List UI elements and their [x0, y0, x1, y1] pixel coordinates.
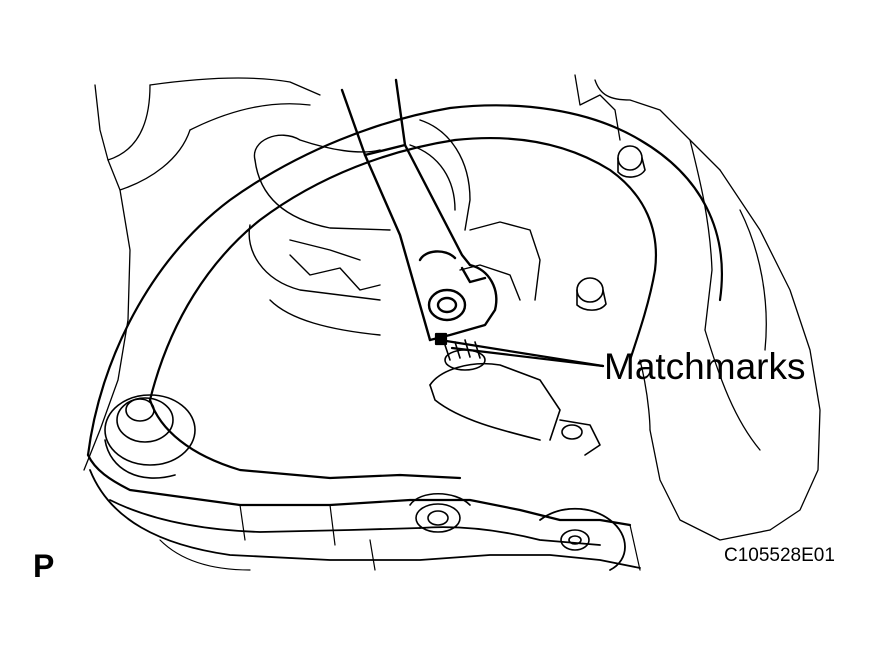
view-marker-label: P	[33, 548, 55, 584]
left-bushing	[105, 395, 195, 478]
bottom-contour	[160, 505, 640, 570]
figure-code-label: C105528E01	[724, 545, 835, 566]
housing-outline	[84, 75, 820, 540]
mounting-bosses	[410, 146, 645, 550]
knuckle-housing	[249, 120, 540, 335]
matchmark-leaders	[436, 334, 603, 366]
upper-arm	[88, 105, 722, 525]
lower-arm	[90, 470, 640, 570]
matchmarks-label: Matchmarks	[604, 346, 806, 387]
ball-joint	[430, 340, 600, 455]
wrench-tool	[342, 80, 496, 340]
